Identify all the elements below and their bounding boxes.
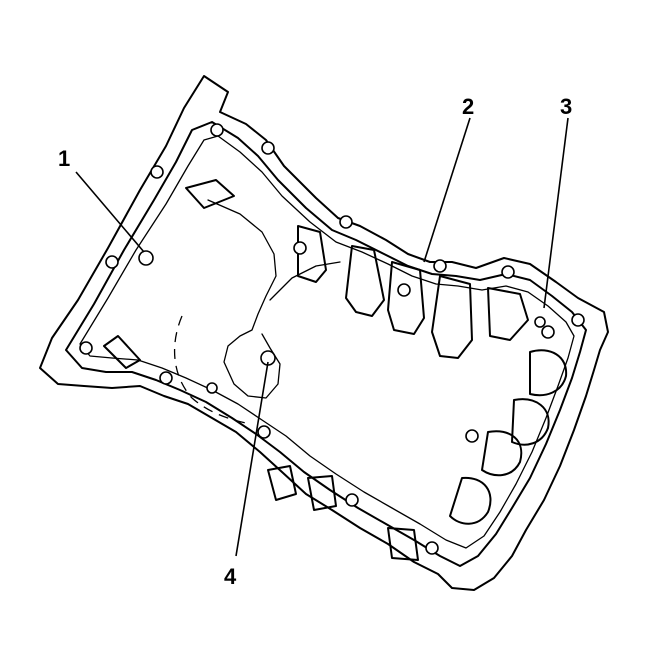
callout-1-label: 1 [58, 146, 70, 171]
flange-inner-edge [65, 121, 587, 567]
callout-2-label: 2 [462, 94, 474, 119]
callout-4-label: 4 [224, 564, 237, 589]
pickup-tube-outline [269, 261, 341, 301]
inner-boss-4 [293, 241, 307, 255]
callout-3-label: 3 [560, 94, 572, 119]
bay-4 [431, 275, 473, 359]
flange-outer-edge [39, 75, 609, 591]
sump-baffle [207, 199, 281, 399]
bay-5 [487, 287, 529, 341]
flange-bolt-holes [79, 123, 585, 555]
lower-fitting-1 [267, 465, 297, 501]
bay-3 [387, 261, 425, 335]
side-rib-3 [481, 430, 523, 477]
sump-dashed-contour [173, 315, 251, 425]
callout-1: 1 [58, 146, 145, 253]
inner-boss-7 [206, 382, 218, 394]
gasket-groove [79, 135, 575, 549]
callout-3: 3 [543, 94, 572, 309]
lower-fitting-3 [387, 527, 419, 561]
corner-rib-left [103, 335, 141, 369]
oil-pan-body [39, 75, 609, 591]
bay-1 [297, 225, 327, 283]
inner-boss-5 [534, 316, 546, 328]
lower-fitting-2 [307, 475, 337, 511]
bay-2 [345, 245, 385, 317]
corner-rib-top [185, 179, 235, 209]
inner-boss-1 [138, 250, 154, 266]
callout-4: 4 [224, 361, 269, 589]
callout-2: 2 [423, 94, 474, 263]
side-rib-4 [449, 476, 492, 525]
side-rib-1 [529, 349, 568, 397]
inner-boss-3 [397, 283, 411, 297]
inner-boss-6 [465, 429, 479, 443]
